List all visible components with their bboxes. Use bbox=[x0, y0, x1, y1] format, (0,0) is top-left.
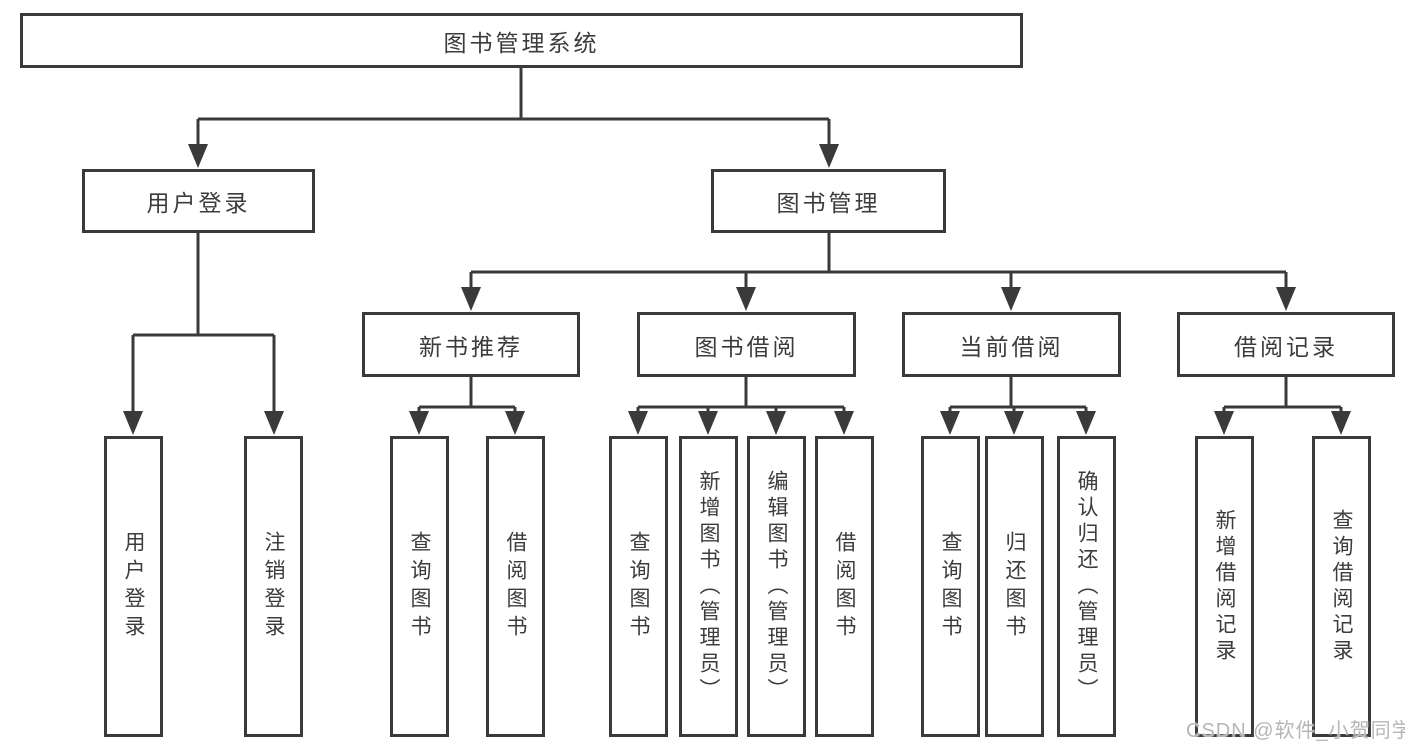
watermark: CSDN @软件_小贺同学 bbox=[1186, 720, 1405, 742]
node-borrow-records: 借阅记录 bbox=[1177, 312, 1395, 377]
leaf-query-books-borrow: 查询图书 bbox=[609, 436, 668, 737]
leaf-return-book: 归还图书 bbox=[985, 436, 1044, 737]
arrowheads bbox=[123, 144, 1351, 435]
leaf-borrow-books-recommend: 借阅图书 bbox=[486, 436, 545, 737]
node-book-borrow: 图书借阅 bbox=[637, 312, 856, 377]
leaf-query-borrow-record: 查询借阅记录 bbox=[1312, 436, 1371, 737]
node-new-book-recommend: 新书推荐 bbox=[362, 312, 580, 377]
leaf-add-borrow-record: 新增借阅记录 bbox=[1195, 436, 1254, 737]
leaf-confirm-return-admin: 确认归还（管理员） bbox=[1057, 436, 1116, 737]
node-book-management: 图书管理 bbox=[711, 169, 946, 233]
leaf-user-login: 用户登录 bbox=[104, 436, 163, 737]
node-root: 图书管理系统 bbox=[20, 13, 1023, 68]
leaf-query-books-current: 查询图书 bbox=[921, 436, 980, 737]
node-current-borrow: 当前借阅 bbox=[902, 312, 1121, 377]
leaf-logout: 注销登录 bbox=[244, 436, 303, 737]
node-user-login: 用户登录 bbox=[82, 169, 315, 233]
leaf-add-book-admin: 新增图书（管理员） bbox=[679, 436, 738, 737]
leaf-borrow-books-borrow: 借阅图书 bbox=[815, 436, 874, 737]
leaf-query-books-recommend: 查询图书 bbox=[390, 436, 449, 737]
leaf-edit-book-admin: 编辑图书（管理员） bbox=[747, 436, 806, 737]
